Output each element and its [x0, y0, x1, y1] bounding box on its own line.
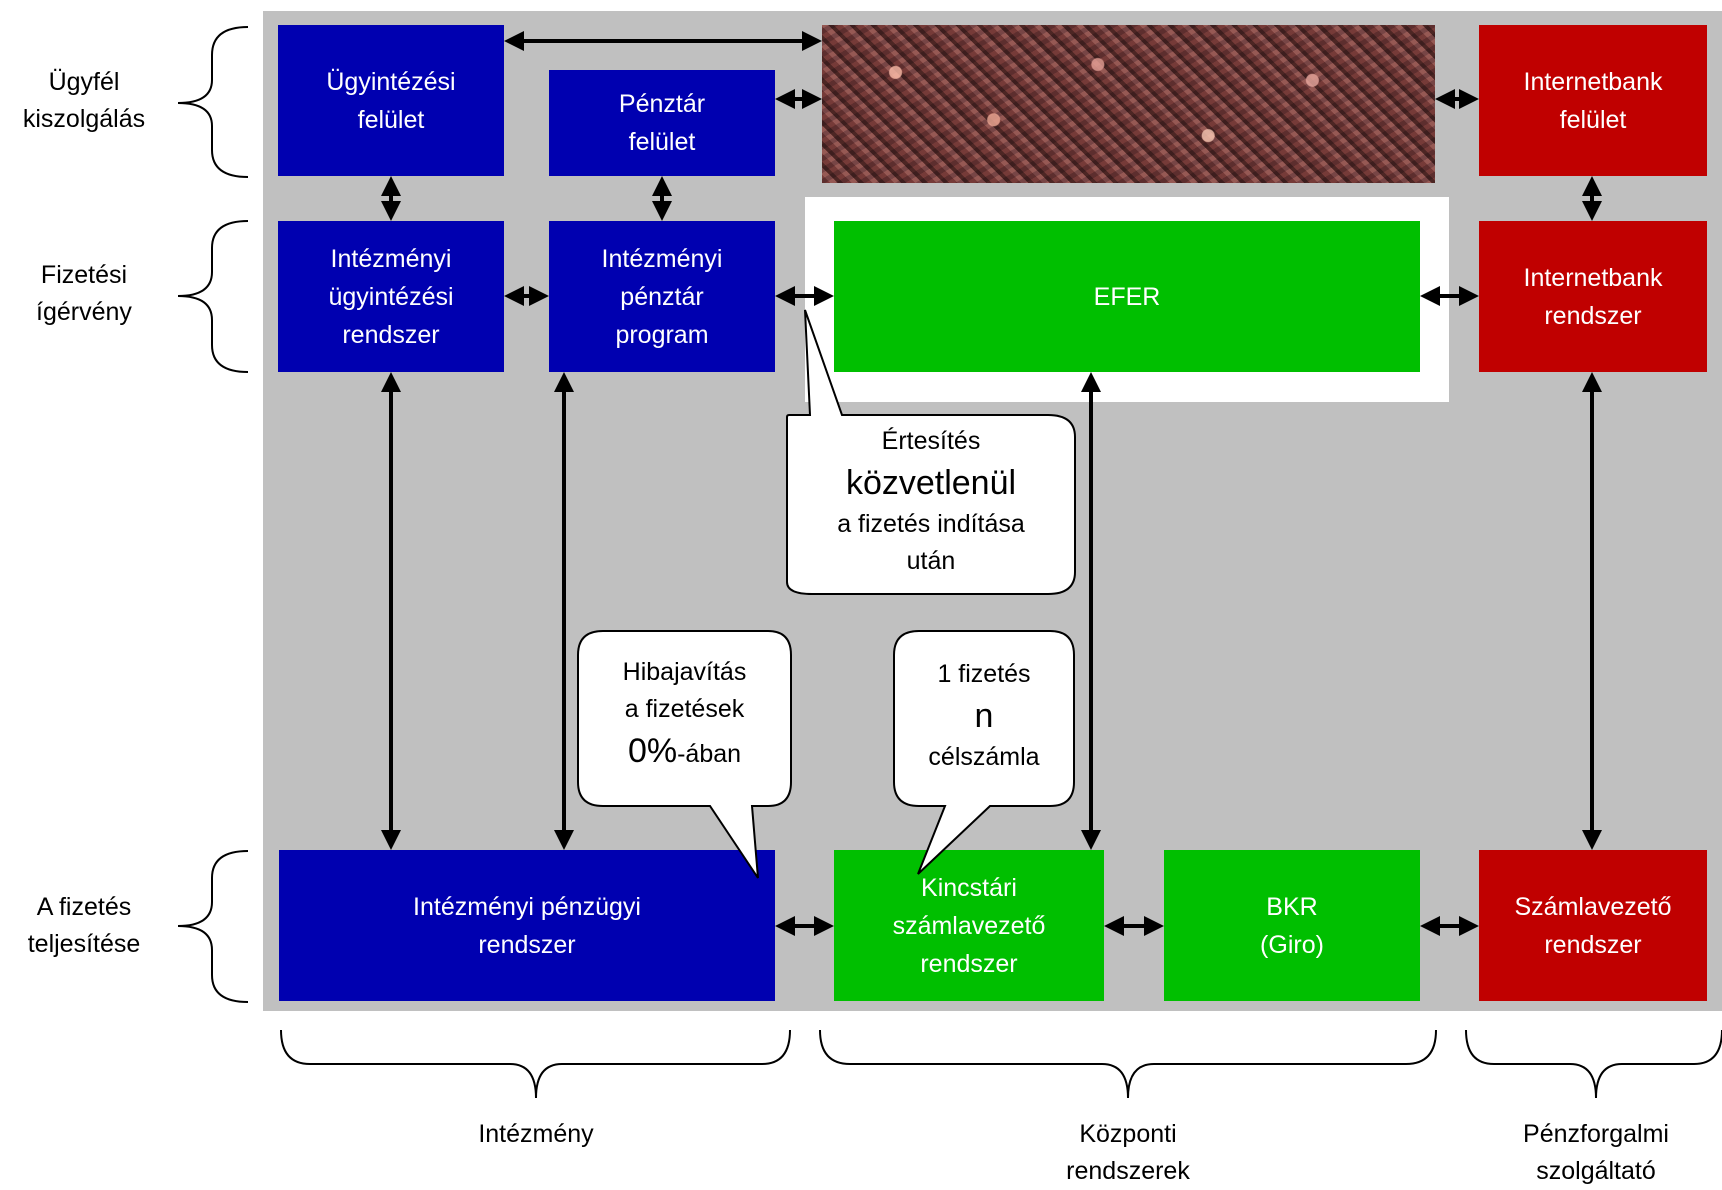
intezmenyi-ugyintezesi-rendszer-box: Intézményi ügyintézési rendszer — [278, 221, 504, 372]
callout-ertesites-line1: Értesítés — [881, 427, 981, 455]
brace-intezmeny — [280, 1029, 791, 1099]
internetbank-rendszer-box: Internetbank rendszer — [1479, 221, 1707, 372]
callout-hibajavitas-text: Hibajavítás a fizetések 0%-ában — [580, 654, 789, 774]
brace-teljesites — [177, 850, 249, 1003]
callout-celszamla-big: n — [974, 697, 994, 735]
label-kozponti-rendszerek: Központi rendszerek — [1066, 1120, 1190, 1185]
intezmenyi-penztar-program-box: Intézményi pénztár program — [549, 221, 775, 372]
callout-hibajavitas-bubble — [577, 630, 792, 879]
callout-ertesites-bubble — [786, 309, 1076, 595]
callout-celszamla-bubble — [893, 630, 1075, 875]
label-fizetes-teljesitese: A fizetés teljesítése — [27, 893, 141, 958]
callout-hibajavitas-suffix: -ában — [677, 740, 742, 768]
label-fizetesi-igerveny: Fizetési ígérvény — [36, 261, 132, 326]
crowd-photo — [822, 25, 1435, 183]
label-penzforgalmi-szolgaltato: Pénzforgalmi szolgáltató — [1523, 1120, 1669, 1185]
internetbank-felulet-box: Internetbank felület — [1479, 25, 1707, 176]
callout-celszamla-line3: célszámla — [928, 743, 1040, 771]
callout-celszamla-text: 1 fizetés n célszámla — [896, 656, 1072, 776]
efer-box: EFER — [834, 221, 1420, 372]
brace-ugyfel — [177, 26, 249, 178]
label-intezmeny: Intézmény — [478, 1120, 594, 1148]
brace-penzforgalmi — [1465, 1029, 1722, 1099]
callout-ertesites-text: Értesítés közvetlenül a fizetés indítása… — [789, 423, 1073, 580]
brace-kozponti — [819, 1029, 1437, 1099]
bkr-giro-box: BKR (Giro) — [1164, 850, 1420, 1001]
callout-ertesites-line3: a fizetés indítása — [837, 510, 1025, 538]
brace-fizetesi — [177, 220, 249, 373]
szamlavezeto-rendszer-box: Számlavezető rendszer — [1479, 850, 1707, 1001]
callout-hibajavitas-big: 0% — [627, 732, 678, 770]
callout-hibajavitas-line1: Hibajavítás — [622, 658, 747, 686]
callout-ertesites-big: közvetlenül — [845, 464, 1017, 502]
callout-hibajavitas-line2: a fizetések — [624, 695, 745, 723]
label-ugyfel-kiszolgalas: Ügyfél kiszolgálás — [22, 68, 146, 133]
callout-ertesites-line4: után — [906, 547, 956, 575]
intezmenyi-penzugyi-rendszer-box: Intézményi pénzügyi rendszer — [279, 850, 775, 1001]
callout-celszamla-line1: 1 fizetés — [937, 660, 1031, 688]
penztar-felulet-box: Pénztár felület — [549, 70, 775, 176]
kincstari-szamlavezeto-box: Kincstári számlavezető rendszer — [834, 850, 1104, 1001]
ugyintezesi-felulet-box: Ügyintézési felület — [278, 25, 504, 176]
